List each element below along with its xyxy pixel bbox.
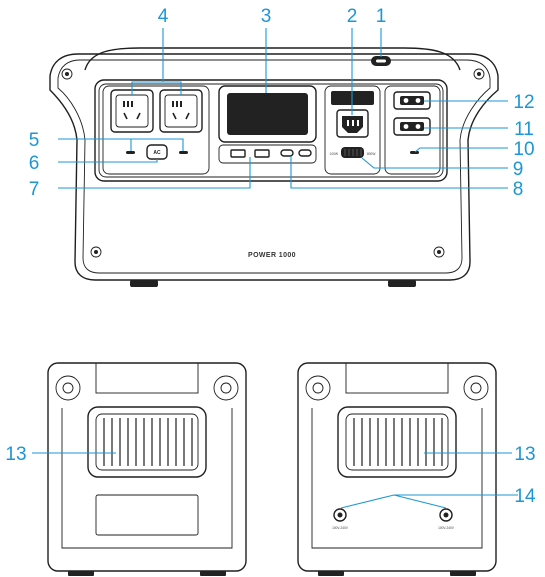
callout-9: 9	[513, 159, 524, 180]
ac-button-label: AC	[153, 150, 161, 156]
front-view: AC 100W 800W	[49, 47, 499, 287]
dc-port-upper[interactable]	[393, 91, 431, 110]
ac-button[interactable]: AC	[146, 144, 168, 160]
front-screw-br	[433, 246, 445, 258]
ac-indicator-right	[179, 151, 188, 154]
left-foot-2	[200, 571, 226, 576]
rear-port-left[interactable]	[333, 508, 347, 522]
brand-label: POWER 1000	[248, 252, 296, 259]
ac-outlet-2[interactable]	[159, 89, 203, 133]
control-panel-inner	[98, 83, 444, 178]
left-side-body-line	[61, 408, 233, 549]
right-side-top	[345, 362, 449, 394]
left-side-corner-tl	[55, 375, 81, 401]
front-screw-tr	[473, 68, 485, 80]
usb-a-port-1[interactable]	[230, 149, 246, 158]
charge-mode-switch[interactable]	[341, 147, 364, 158]
usb-section	[218, 144, 317, 164]
callout-6: 6	[29, 153, 40, 174]
rear-port-right[interactable]	[439, 508, 453, 522]
callout-12: 12	[513, 92, 534, 113]
callout-3: 3	[261, 6, 272, 27]
left-grip-recess	[95, 413, 199, 471]
left-foot-1	[68, 571, 94, 576]
right-side-corner-tr	[463, 375, 489, 401]
ac-outlet-1[interactable]	[110, 89, 154, 133]
usb-c-port-1[interactable]	[280, 149, 294, 157]
right-side-view: 100V-240V 100V-240V	[297, 362, 497, 576]
usb-c-port-2[interactable]	[298, 149, 312, 157]
right-foot-1	[318, 571, 344, 576]
callout-13-left: 13	[5, 444, 26, 465]
right-side-shell	[297, 362, 497, 572]
front-shell-inner	[57, 59, 491, 274]
callout-8: 8	[513, 179, 524, 200]
front-shell	[49, 53, 499, 281]
left-side-label-plate	[95, 494, 199, 536]
callout-numbers: 1 2 3 4 5 6 7 8 9 10 11 12 13 13 14	[5, 6, 536, 507]
ac-section	[102, 85, 210, 175]
right-grip-ribs	[353, 418, 443, 466]
callout-10: 10	[513, 139, 534, 160]
left-side-view	[47, 362, 247, 576]
rear-port-left-marking: 100V-240V	[332, 526, 349, 530]
callout-13-right: 13	[514, 444, 535, 465]
charge-mode-left-marking: 100W	[330, 152, 338, 156]
left-side-shell	[47, 362, 247, 572]
front-screw-tl	[61, 68, 73, 80]
front-screw-bl	[90, 246, 102, 258]
callout-1: 1	[376, 6, 387, 27]
front-handle	[84, 47, 461, 71]
front-foot-left	[130, 280, 158, 287]
ac-indicator-left	[126, 151, 135, 154]
dc-section	[384, 85, 441, 175]
control-panel	[94, 79, 448, 182]
right-side-corner-tl	[305, 375, 331, 401]
charge-mode-right-marking: 800W	[367, 152, 375, 156]
right-foot-2	[450, 571, 476, 576]
callout-5: 5	[29, 130, 40, 151]
front-foot-right	[388, 280, 416, 287]
left-side-corner-tr	[213, 375, 239, 401]
power-switch-light	[376, 59, 386, 63]
left-side-top	[95, 362, 199, 394]
usb-a-port-2[interactable]	[254, 149, 270, 158]
callout-2: 2	[347, 6, 358, 27]
callout-7: 7	[29, 179, 40, 200]
rear-port-right-marking: 100V-240V	[438, 526, 455, 530]
dc-port-lower[interactable]	[393, 117, 431, 136]
display-bezel	[218, 85, 317, 143]
callout-11: 11	[514, 119, 534, 140]
callout-14: 14	[514, 486, 536, 507]
callout-4: 4	[158, 6, 169, 27]
callout-leaders	[32, 28, 518, 509]
display-screen	[227, 93, 308, 135]
left-grip-ribs	[103, 418, 193, 466]
right-grip-recess	[345, 413, 449, 471]
right-grip-frame	[337, 406, 457, 478]
dc-indicator	[410, 151, 419, 154]
right-side-body-line	[311, 408, 483, 549]
left-grip-frame	[87, 406, 207, 478]
